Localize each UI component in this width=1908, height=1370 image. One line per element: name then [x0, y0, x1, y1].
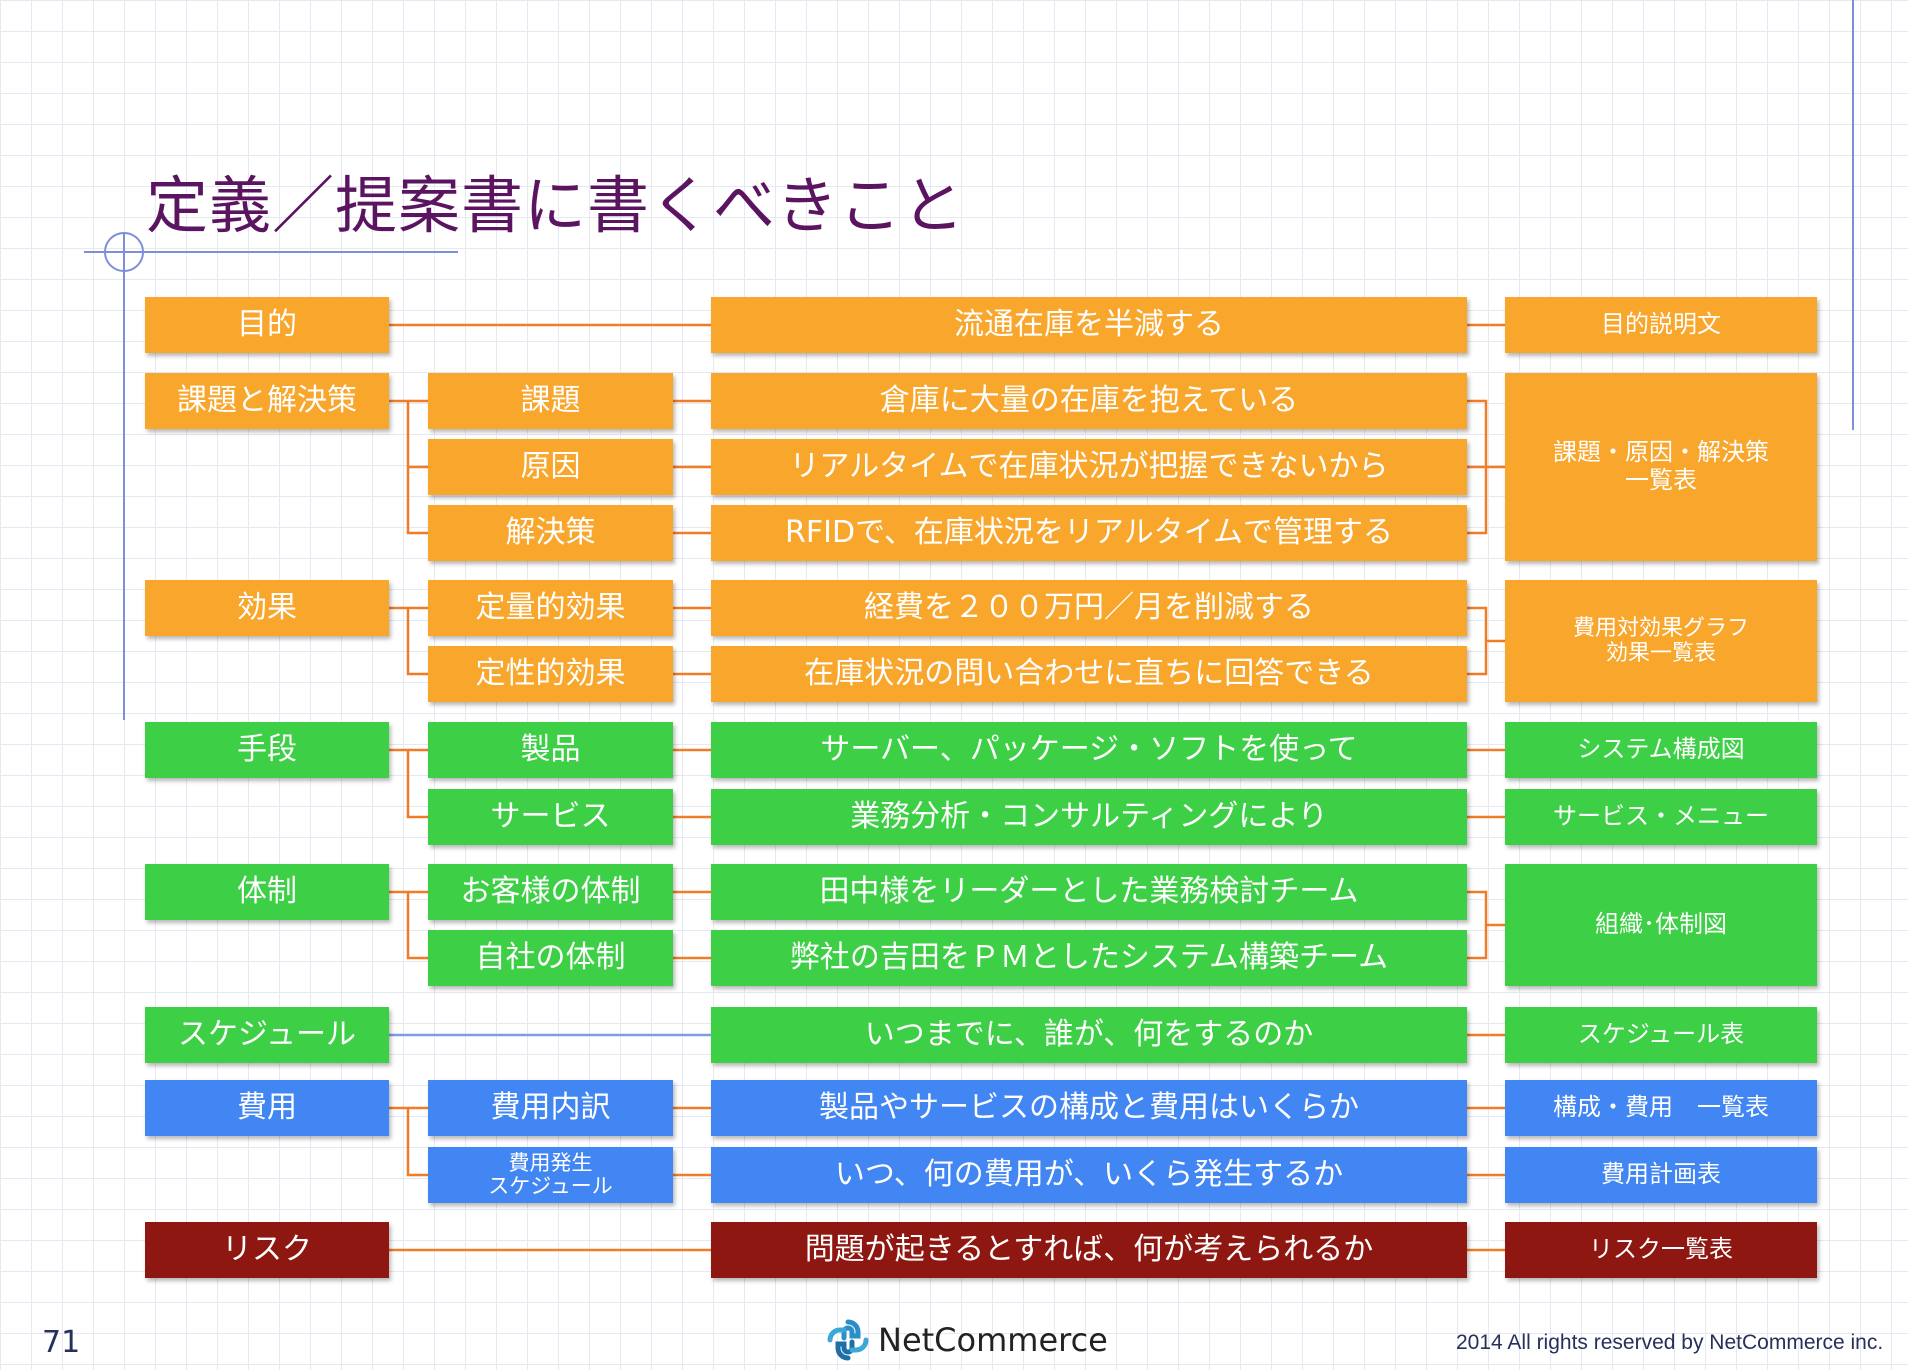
category-kouka: 効果 [145, 580, 389, 636]
output-schedule: スケジュール表 [1505, 1007, 1817, 1063]
subcategory-hiyou-uchiwake: 費用内訳 [428, 1080, 673, 1136]
subcategory-teiryou: 定量的効果 [428, 580, 673, 636]
statement-mokuteki: 流通在庫を半減する [711, 297, 1467, 353]
subcategory-seihin: 製品 [428, 722, 673, 778]
output-risk: リスク一覧表 [1505, 1222, 1817, 1278]
copyright-text: 2014 All rights reserved by NetCommerce … [1456, 1331, 1884, 1354]
category-hiyou: 費用 [145, 1080, 389, 1136]
statement-risk: 問題が起きるとすれば、何が考えられるか [711, 1222, 1467, 1278]
statement-kaiketsusaku: RFIDで、在庫状況をリアルタイムで管理する [711, 505, 1467, 561]
category-taisei: 体制 [145, 864, 389, 920]
subcategory-own-team: 自社の体制 [428, 930, 673, 986]
category-shudan: 手段 [145, 722, 389, 778]
subcategory-service: サービス [428, 789, 673, 845]
subcategory-customer-team: お客様の体制 [428, 864, 673, 920]
subcategory-teisei: 定性的効果 [428, 646, 673, 702]
company-logo: NetCommerce [826, 1318, 1108, 1362]
statement-teiryou: 経費を２００万円／月を削減する [711, 580, 1467, 636]
output-kadai: 課題・原因・解決策 一覧表 [1505, 373, 1817, 561]
category-mokuteki: 目的 [145, 297, 389, 353]
statement-seihin: サーバー、パッケージ・ソフトを使って [711, 722, 1467, 778]
statement-customer-team: 田中様をリーダーとした業務検討チーム [711, 864, 1467, 920]
subcategory-kadai: 課題 [428, 373, 673, 429]
statement-service: 業務分析・コンサルティングにより [711, 789, 1467, 845]
statement-genin: リアルタイムで在庫状況が把握できないから [711, 439, 1467, 495]
output-kouka-line2: 効果一覧表 [1605, 641, 1716, 666]
category-kadai: 課題と解決策 [145, 373, 389, 429]
logo-text: NetCommerce [878, 1321, 1108, 1359]
statement-hiyou-schedule: いつ、何の費用が、いくら発生するか [711, 1147, 1467, 1203]
subcategory-hiyou-schedule-line1: 費用発生 [508, 1150, 593, 1175]
output-hiyou-schedule: 費用計画表 [1505, 1147, 1817, 1203]
statement-schedule: いつまでに、誰が、何をするのか [711, 1007, 1467, 1063]
netcommerce-logo-icon [827, 1319, 869, 1361]
output-hiyou-uchiwake: 構成・費用 一覧表 [1505, 1080, 1817, 1136]
output-mokuteki: 目的説明文 [1505, 297, 1817, 353]
output-kadai-line1: 課題・原因・解決策 [1553, 438, 1769, 467]
statement-kadai: 倉庫に大量の在庫を抱えている [711, 373, 1467, 429]
category-risk: リスク [145, 1222, 389, 1278]
output-taisei: 組織･体制図 [1505, 864, 1817, 986]
category-schedule: スケジュール [145, 1007, 389, 1063]
page-number: 71 [42, 1325, 81, 1360]
output-service: サービス・メニュー [1505, 789, 1817, 845]
output-kouka: 費用対効果グラフ 効果一覧表 [1505, 580, 1817, 702]
output-kouka-line1: 費用対効果グラフ [1572, 615, 1749, 641]
subcategory-kaiketsusaku: 解決策 [428, 505, 673, 561]
page-title: 定義／提案書に書くべきこと [146, 169, 966, 242]
statement-teisei: 在庫状況の問い合わせに直ちに回答できる [711, 646, 1467, 702]
output-seihin: システム構成図 [1505, 722, 1817, 778]
statement-hiyou-uchiwake: 製品やサービスの構成と費用はいくらか [711, 1080, 1467, 1136]
subcategory-hiyou-schedule: 費用発生 スケジュール [428, 1147, 673, 1203]
subcategory-genin: 原因 [428, 439, 673, 495]
subcategory-hiyou-schedule-line2: スケジュール [488, 1174, 613, 1198]
statement-own-team: 弊社の吉田をＰＭとしたシステム構築チーム [711, 930, 1467, 986]
output-kadai-line2: 一覧表 [1625, 466, 1697, 494]
